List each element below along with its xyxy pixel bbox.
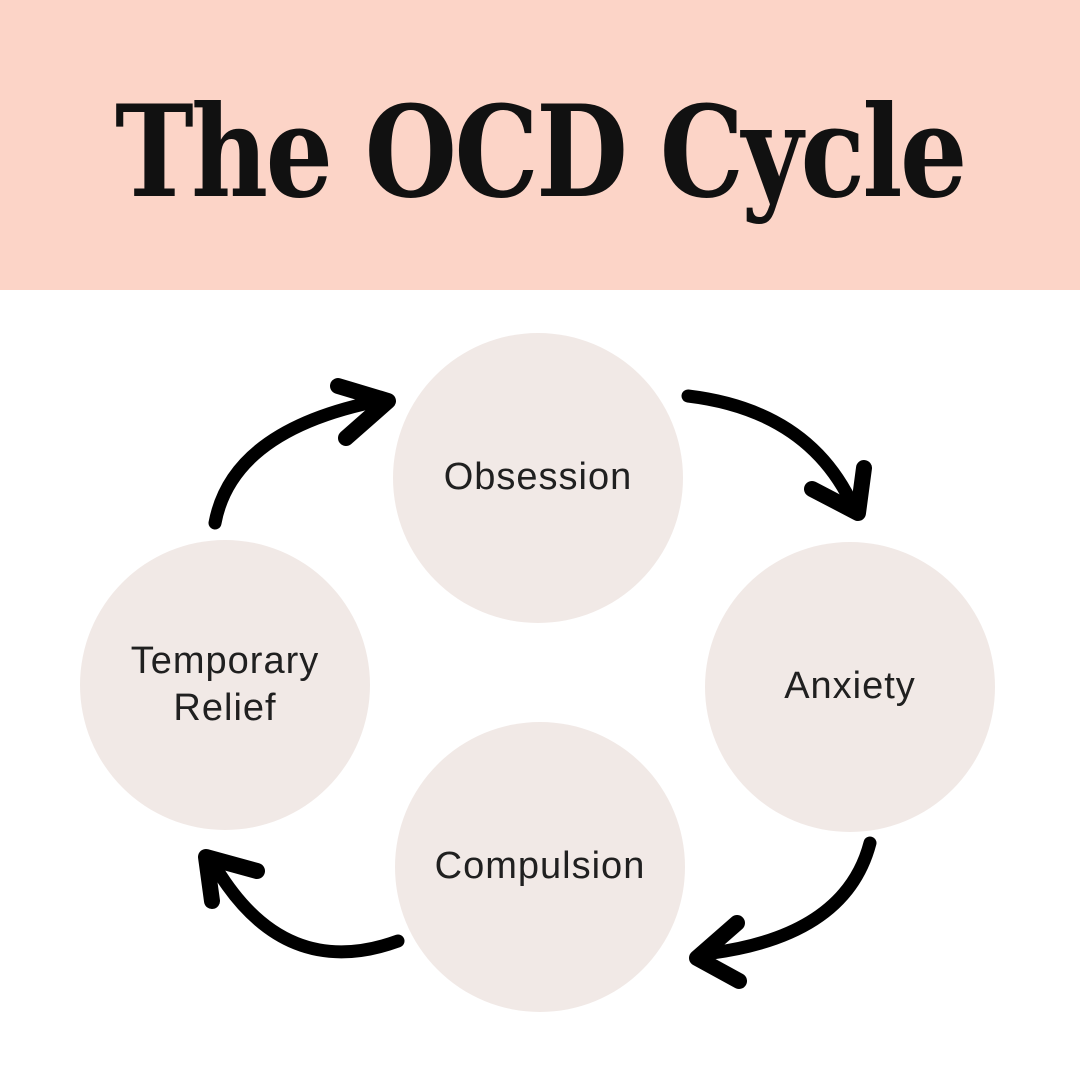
cycle-diagram: Obsession Anxiety Compulsion Temporary R… [0,290,1080,1080]
page-title: The OCD Cycle [115,78,967,226]
arrow-relief-to-obsession [208,378,396,530]
node-obsession-label: Obsession [443,456,633,499]
arrow-anxiety-to-compulsion [689,836,877,989]
header-band: The OCD Cycle [0,0,1080,290]
node-compulsion: Compulsion [395,722,685,1012]
node-anxiety-label: Anxiety [784,665,916,708]
node-obsession: Obsession [393,333,683,623]
arrow-compulsion-to-relief [198,849,405,959]
arrow-obsession-to-anxiety [681,389,872,521]
node-temporary-relief-label: Temporary Relief [130,639,320,730]
node-anxiety: Anxiety [705,542,995,832]
node-compulsion-label: Compulsion [434,845,646,888]
node-temporary-relief: Temporary Relief [80,540,370,830]
